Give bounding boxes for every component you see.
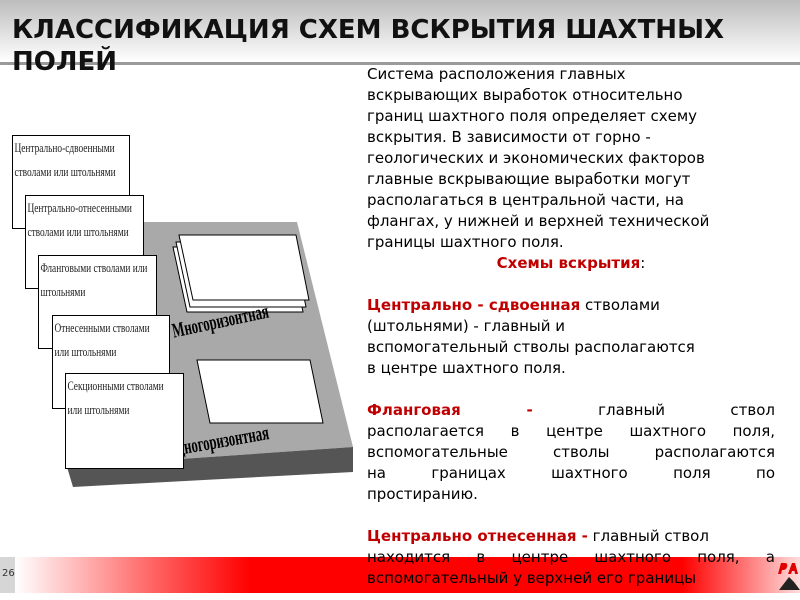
colon: : [640, 254, 646, 272]
method-label: Центрально-сдвоенными [14, 140, 115, 155]
method-label: или штольнями [54, 344, 117, 359]
text-line: границы шахтного поля. [367, 233, 564, 251]
multi-level-card [178, 234, 310, 301]
text-line: вспомогательный у верхней его границы [367, 569, 697, 587]
method-label: Фланговыми стволами или [40, 260, 148, 275]
text-line: вскрытия. В зависимости от горно - [367, 128, 651, 146]
method-label: Секционными стволами [67, 378, 164, 393]
classification-diagram: Многоризонтная Одногоризонтная Центральн… [0, 120, 360, 500]
text-fragment: главный ствол [598, 401, 775, 419]
single-level-card [196, 359, 324, 424]
text-line: (штольнями) - главный и [367, 317, 566, 335]
text-line: флангах, у нижней и верхней технической [367, 212, 710, 230]
text-line: Фланговая - главный ствол [367, 400, 775, 421]
blank-line [367, 505, 775, 526]
method-label: Центрально-отнесенными [27, 200, 132, 215]
schemes-heading: Схемы вскрытия: [367, 253, 775, 274]
text-fragment: стволами [580, 296, 660, 314]
text-line: Центрально - сдвоенная стволами [367, 295, 775, 316]
slide-header [0, 0, 800, 62]
blank-line [367, 379, 775, 400]
blank-line [367, 274, 775, 295]
text-line: располагаться в центральной части, на [367, 191, 684, 209]
text-line: простиранию. [367, 485, 478, 503]
method-label: стволами или штольнями [27, 224, 129, 239]
scheme-term: Фланговая - [367, 401, 533, 419]
text-line: границ шахтного поля определяет схему [367, 107, 698, 125]
method-card: Секционными стволами или штольнями [65, 373, 184, 469]
schemes-heading-text: Схемы вскрытия [496, 254, 641, 272]
platform-front [67, 447, 353, 487]
slide-title: КЛАССИФИКАЦИЯ СХЕМ ВСКРЫТИЯ ШАХТНЫХ ПОЛЕ… [12, 15, 725, 77]
scheme-term: Центрально отнесенная - [367, 527, 588, 545]
text-line: Центрально отнесенная - главный ствол [367, 526, 775, 547]
text-line: вспомогательные стволы располагаются [367, 443, 775, 461]
scheme-term: Центрально - сдвоенная [367, 296, 581, 314]
text-line: на границах шахтного поля по [367, 464, 775, 482]
text-line: в центре шахтного поля. [367, 359, 566, 377]
antracit-logo [778, 563, 800, 590]
text-line: вспомогательный стволы располагаются [367, 338, 695, 356]
text-line: находится в центре шахтного поля, а [367, 548, 775, 566]
mountain-icon [779, 577, 800, 590]
text-line: вскрывающих выработок относительно [367, 86, 683, 104]
text-line: располагается в центре шахтного поля, [367, 422, 775, 440]
text-line: геологических и экономических факторов [367, 149, 705, 167]
body-text: Система расположения главных вскрывающих… [367, 64, 775, 589]
page-number: 26 [2, 568, 15, 579]
method-label: Отнесенными стволами [54, 320, 150, 335]
footer-gradient-bar [15, 557, 800, 593]
method-label: штольнями [40, 284, 86, 299]
text-line: главные вскрывающие выработки могут [367, 170, 691, 188]
method-label: стволами или штольнями [14, 164, 116, 179]
page-number-tab [0, 557, 15, 593]
text-fragment: главный ствол [587, 527, 709, 545]
text-line: Система расположения главных [367, 65, 626, 83]
logo-letters-mark [778, 563, 798, 574]
method-label: или штольнями [67, 402, 130, 417]
header-divider [0, 62, 800, 65]
